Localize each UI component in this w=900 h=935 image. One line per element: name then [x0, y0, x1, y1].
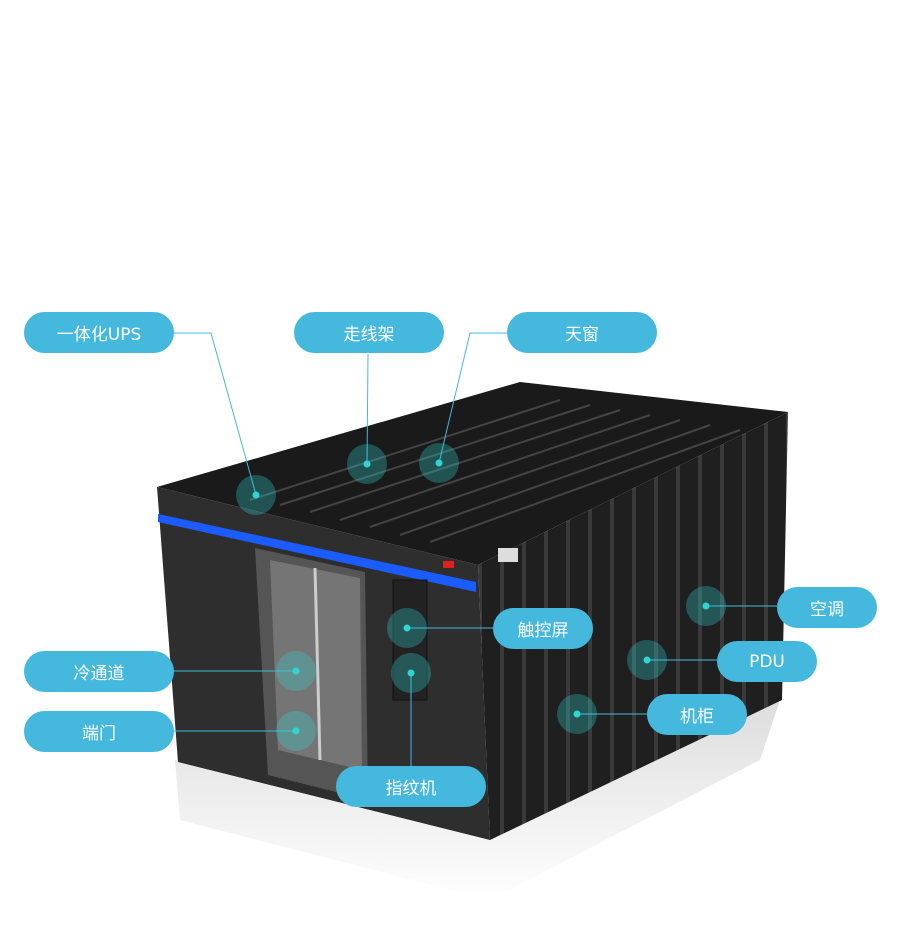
label-skylight[interactable]: 天窗	[507, 312, 657, 353]
container-roof	[157, 382, 788, 565]
hotspot-pdu	[627, 640, 667, 680]
hotspots	[236, 443, 726, 751]
leader-lines	[174, 332, 777, 766]
hotspot-cabinet	[557, 694, 597, 734]
hotspot-end-door	[276, 711, 316, 751]
label-cold-aisle[interactable]: 冷通道	[24, 651, 174, 692]
hotspot-cable-tray	[347, 444, 387, 484]
door-glass	[270, 560, 362, 770]
hotspot-air-conditioner	[686, 586, 726, 626]
hotspot-skylight	[419, 443, 459, 483]
hotspot-fingerprint	[391, 653, 431, 693]
label-end-door[interactable]: 端门	[24, 711, 174, 752]
label-fingerprint[interactable]: 指纹机	[336, 766, 486, 807]
label-ups[interactable]: 一体化UPS	[24, 312, 174, 353]
hotspot-ups	[236, 475, 276, 515]
floor-reflection	[175, 700, 780, 900]
touchscreen-panel	[392, 579, 428, 701]
red-indicator	[443, 561, 454, 568]
hotspot-touchscreen	[387, 608, 427, 648]
label-pdu[interactable]: PDU	[717, 641, 817, 682]
label-cabinet[interactable]: 机柜	[647, 694, 747, 735]
label-touchscreen[interactable]: 触控屏	[493, 608, 593, 649]
label-cable-tray[interactable]: 走线架	[294, 312, 444, 353]
label-air-conditioner[interactable]: 空调	[777, 587, 877, 628]
skylight-panels	[249, 399, 741, 543]
blue-light-strip	[158, 514, 476, 592]
hotspot-cold-aisle	[276, 651, 316, 691]
camera-icon	[498, 548, 518, 562]
